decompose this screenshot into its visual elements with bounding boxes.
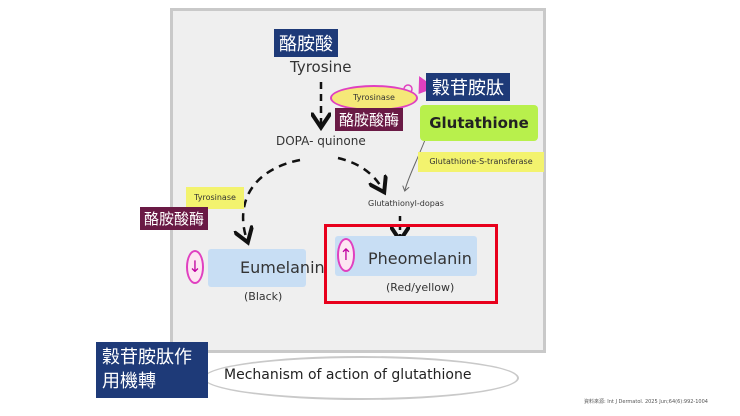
caption-text: Mechanism of action of glutathione [224,367,472,383]
pheomelanin-label: Pheomelanin [368,249,472,268]
pheomelanin-color-label: (Red/yellow) [386,281,455,294]
dopa-quinone-node: DOPA- quinone [276,134,366,148]
pheomelanin-highlight-frame [324,224,498,304]
diagram-panel [170,8,546,353]
tyrosinase-enzyme-oval: Tyrosinase [330,85,418,111]
arrow-dopa-to-glutathionyl [337,156,383,190]
arrow-glutathione-to-glutathionyl [405,139,426,190]
tyrosine-cn-label: 酪胺酸 [274,29,338,57]
glutathione-node: Glutathione [420,105,538,141]
increase-arrow-icon: ↑ [337,238,355,272]
eumelanin-color-label: (Black) [244,290,283,303]
decrease-arrow-icon: ↓ [186,250,204,284]
caption-cn-label: 穀苷胺肽作用機轉 [96,342,208,398]
eumelanin-box [208,249,306,287]
tyrosinase-enzyme-left: Tyrosinase [186,187,244,209]
gst-enzyme-label: Glutathione-S-transferase [418,152,544,172]
eumelanin-label: Eumelanin [240,258,325,277]
glutathionyl-dopas-node: Glutathionyl-dopas [368,199,444,208]
tyrosinase-cn-label-left: 酪胺酸酶 [140,207,209,230]
tyrosine-node: Tyrosine [290,58,352,76]
source-citation: 資料來源: Int J Dermatol. 2025 Jun;64(6):992… [584,399,708,405]
caption-oval [203,356,519,400]
glutathione-cn-label: 穀苷胺肽 [426,73,510,101]
tyrosinase-cn-label-top: 酪胺酸酶 [335,108,404,131]
pheomelanin-box [335,236,477,276]
arrow-dopa-to-eumelanin [243,158,301,240]
